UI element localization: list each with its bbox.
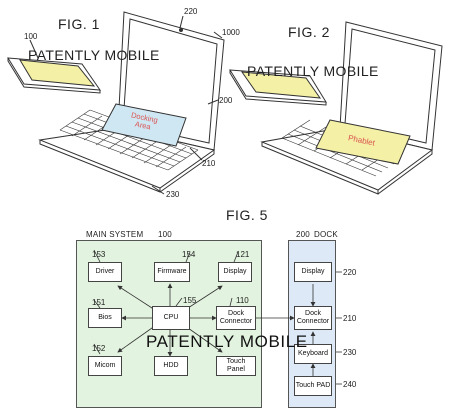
display-box-dock: Display bbox=[294, 262, 332, 282]
ref-240-dock: 240 bbox=[343, 380, 357, 389]
dock-connector-box-main: Dock Connector bbox=[216, 306, 256, 330]
ref-220-dock: 220 bbox=[343, 268, 357, 277]
ref-152: 152 bbox=[92, 344, 106, 353]
ref-151: 151 bbox=[92, 298, 106, 307]
ref-121: 121 bbox=[236, 250, 250, 259]
driver-box: Driver bbox=[88, 262, 122, 282]
ref-154: 154 bbox=[182, 250, 196, 259]
fig5-title: FIG. 5 bbox=[226, 207, 268, 223]
ref-210-dock: 210 bbox=[343, 314, 357, 323]
laptop-sketches bbox=[7, 11, 443, 195]
dock-connector-main-line2: Connector bbox=[219, 318, 253, 325]
dock-connector-dock-line2: Connector bbox=[296, 318, 330, 325]
dock-connector-box-dock: Dock Connector bbox=[294, 306, 332, 330]
bios-box: Bios bbox=[88, 308, 122, 328]
ref-1000: 1000 bbox=[222, 28, 240, 37]
dock-title: DOCK bbox=[314, 230, 338, 239]
watermark-top-left: PATENTLY MOBILE bbox=[28, 47, 160, 63]
docking-area-shape bbox=[101, 103, 187, 147]
dock-connector-dock-line1: Dock bbox=[305, 310, 321, 317]
ref-155: 155 bbox=[183, 296, 197, 305]
fig2-title: FIG. 2 bbox=[288, 24, 330, 40]
micom-box: Micom bbox=[88, 356, 122, 376]
keyboard-box: Keyboard bbox=[294, 344, 332, 364]
ref-230-fig1: 230 bbox=[166, 190, 180, 199]
hdd-box: HDD bbox=[154, 356, 188, 376]
leader-230 bbox=[151, 185, 165, 195]
leader-1000 bbox=[213, 31, 223, 39]
ref-200-fig1: 200 bbox=[219, 96, 233, 105]
phablet-shape bbox=[315, 119, 411, 165]
main-system-title: MAIN SYSTEM bbox=[86, 230, 144, 239]
leader-210 bbox=[189, 147, 203, 161]
leader-100 bbox=[29, 39, 39, 59]
watermark-bottom: PATENTLY MOBILE bbox=[146, 332, 308, 351]
display-box-main: Display bbox=[218, 262, 252, 282]
leader-220 bbox=[179, 15, 184, 29]
ref-153: 153 bbox=[92, 250, 106, 259]
fig1-phone bbox=[7, 57, 102, 94]
cpu-box: CPU bbox=[152, 306, 190, 330]
ref-220-fig1: 220 bbox=[184, 7, 198, 16]
ref-110: 110 bbox=[236, 296, 249, 305]
firmware-box: Firmware bbox=[154, 262, 190, 282]
leader-200 bbox=[207, 99, 219, 105]
ref-230-dock: 230 bbox=[343, 348, 357, 357]
fig1-title: FIG. 1 bbox=[58, 16, 100, 32]
fig2-phone bbox=[229, 69, 327, 106]
dock-ref: 200 bbox=[296, 230, 310, 239]
ref-100-fig1: 100 bbox=[24, 32, 38, 41]
ref-210-fig1: 210 bbox=[202, 159, 216, 168]
touch-pad-box: Touch PAD bbox=[294, 376, 332, 396]
dock-connector-main-line1: Dock bbox=[228, 310, 244, 317]
main-system-ref: 100 bbox=[158, 230, 172, 239]
touch-panel-box: Touch Panel bbox=[216, 356, 256, 376]
watermark-top-right: PATENTLY MOBILE bbox=[247, 63, 379, 79]
